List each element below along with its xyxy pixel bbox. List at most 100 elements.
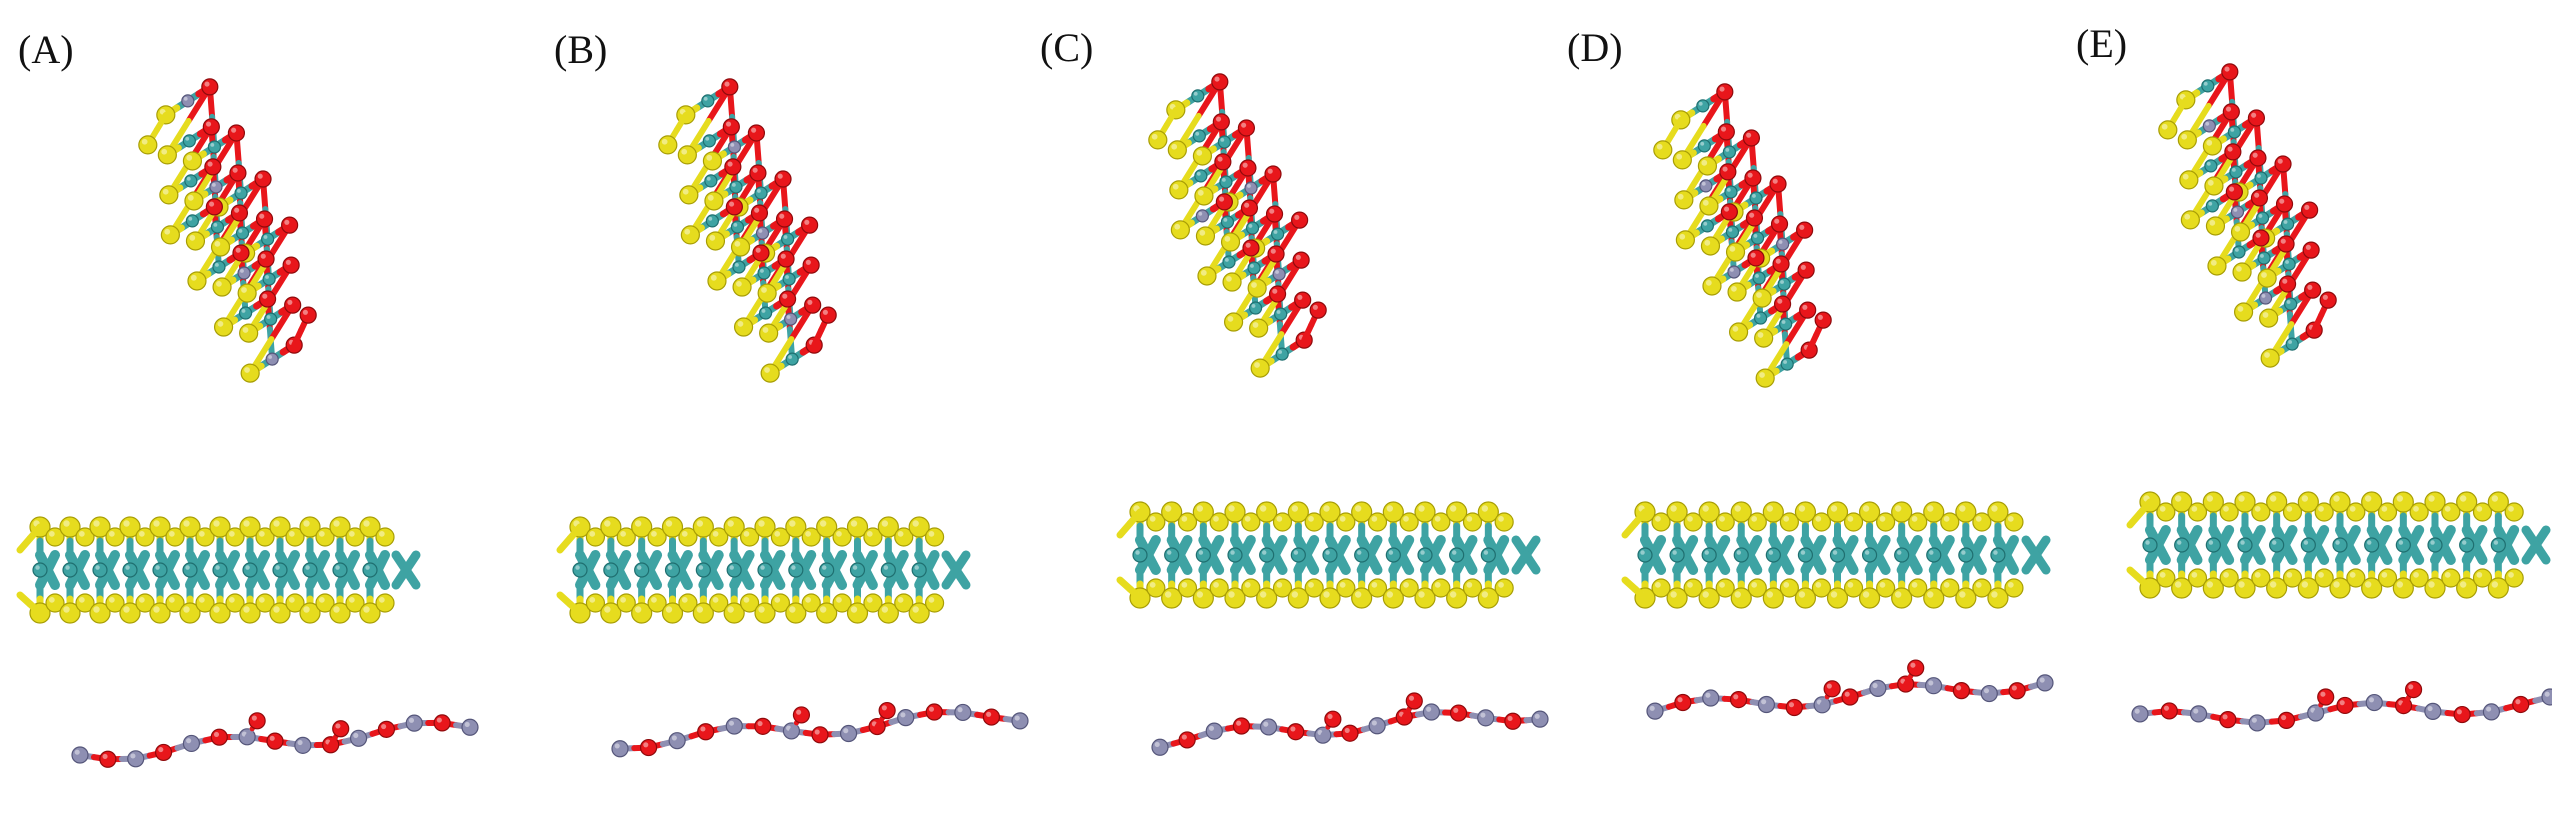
oxygen-atom bbox=[154, 743, 173, 762]
atom-highlight bbox=[1498, 515, 1504, 522]
atom-highlight bbox=[288, 530, 295, 537]
atom-highlight bbox=[1756, 292, 1762, 298]
sulfur-atom bbox=[2004, 512, 2024, 532]
atom-highlight bbox=[1961, 550, 1966, 555]
sulfur-atom bbox=[1431, 578, 1451, 598]
atom-highlight bbox=[1339, 581, 1346, 588]
sulfur-atom bbox=[2377, 568, 2398, 588]
sulfur-atom bbox=[269, 602, 291, 624]
atom-highlight bbox=[1242, 162, 1248, 168]
sulfur-atom bbox=[2156, 502, 2176, 522]
atom-highlight bbox=[789, 606, 796, 613]
atom-highlight bbox=[712, 596, 719, 603]
sulfur-atom bbox=[678, 593, 698, 613]
oxygen-atom bbox=[1309, 301, 1327, 319]
atom-highlight bbox=[1701, 181, 1706, 186]
atom-highlight bbox=[266, 315, 271, 319]
bond bbox=[1511, 550, 1531, 575]
sulfur-atom bbox=[739, 527, 760, 547]
metal-atom bbox=[264, 312, 278, 326]
oxygen-atom bbox=[1729, 690, 1748, 709]
atom-highlight bbox=[1862, 505, 1870, 512]
sulfur-atom bbox=[2441, 568, 2461, 588]
oxygen-atom bbox=[1291, 211, 1309, 229]
atom-highlight bbox=[1254, 362, 1260, 368]
sulfur-atom bbox=[924, 593, 945, 613]
atom-highlight bbox=[228, 596, 235, 603]
molybdenum-atom bbox=[2300, 537, 2316, 553]
atom-highlight bbox=[162, 188, 169, 195]
atom-highlight bbox=[335, 723, 341, 729]
atom-highlight bbox=[1826, 683, 1832, 689]
atom-highlight bbox=[1798, 505, 1806, 512]
atom-highlight bbox=[706, 154, 713, 161]
sulfur-atom bbox=[2202, 491, 2224, 513]
sulfur-atom bbox=[1367, 512, 1388, 532]
molybdenum-atom bbox=[2395, 537, 2411, 553]
atom-highlight bbox=[436, 717, 442, 723]
atom-highlight bbox=[1832, 550, 1838, 555]
oxygen-atom bbox=[1294, 291, 1312, 309]
atom-highlight bbox=[757, 189, 761, 193]
atom-highlight bbox=[743, 596, 750, 603]
atom-highlight bbox=[1507, 715, 1513, 722]
atom-highlight bbox=[1802, 304, 1808, 310]
sulfur-atom bbox=[2314, 568, 2334, 588]
sulfur-atom bbox=[1319, 501, 1341, 523]
sulfur-atom bbox=[1672, 150, 1692, 170]
metal-atom bbox=[1247, 261, 1261, 275]
metal-atom bbox=[2229, 165, 2243, 179]
atom-highlight bbox=[1449, 591, 1457, 598]
atom-highlight bbox=[1291, 591, 1299, 598]
atom-highlight bbox=[866, 530, 873, 537]
atom-highlight bbox=[303, 606, 310, 613]
atom-highlight bbox=[1195, 131, 1200, 136]
atom-highlight bbox=[634, 520, 642, 527]
atom-highlight bbox=[2233, 207, 2238, 212]
atom-highlight bbox=[777, 173, 783, 179]
sulfur-atom bbox=[165, 527, 185, 547]
sulfur-atom bbox=[1304, 512, 1324, 532]
oxygen-atom bbox=[1237, 119, 1256, 137]
sulfur-atom bbox=[1730, 587, 1752, 609]
atom-highlight bbox=[1236, 720, 1242, 726]
sulfur-atom bbox=[1250, 358, 1270, 378]
oxygen-atom bbox=[1674, 693, 1692, 712]
sulfur-atom bbox=[585, 527, 606, 547]
molecular-structure-e bbox=[2126, 63, 2552, 732]
atom-highlight bbox=[1196, 149, 1203, 156]
atom-highlight bbox=[2461, 540, 2467, 545]
atom-highlight bbox=[1701, 159, 1708, 166]
sulfur-atom bbox=[1367, 578, 1388, 598]
atom-highlight bbox=[2251, 112, 2257, 118]
sulfur-atom bbox=[1209, 512, 1229, 532]
molybdenum-atom bbox=[1259, 547, 1275, 563]
atom-highlight bbox=[1323, 591, 1330, 598]
atom-highlight bbox=[153, 606, 160, 613]
oxygen-atom bbox=[2319, 291, 2337, 309]
atom-highlight bbox=[1687, 581, 1693, 588]
sulfur-atom bbox=[863, 527, 883, 547]
metal-atom bbox=[755, 226, 770, 240]
sulfur-atom bbox=[135, 527, 155, 547]
sulfur-atom bbox=[1908, 512, 1928, 532]
atom-highlight bbox=[2208, 540, 2214, 545]
atom-highlight bbox=[575, 565, 580, 570]
sulfur-atom bbox=[1697, 156, 1718, 176]
metal-atom bbox=[2258, 291, 2273, 305]
atom-highlight bbox=[2182, 173, 2189, 180]
atom-highlight bbox=[1275, 270, 1279, 274]
atom-highlight bbox=[464, 721, 470, 728]
sulfur-atom bbox=[894, 527, 914, 547]
atom-highlight bbox=[2408, 684, 2414, 690]
atom-highlight bbox=[2264, 352, 2270, 358]
nitrogen-atom bbox=[2482, 703, 2501, 721]
atom-highlight bbox=[661, 138, 668, 145]
metal-atom bbox=[1779, 317, 1793, 331]
metal-atom bbox=[207, 140, 222, 154]
sulfur-atom bbox=[1170, 220, 1190, 240]
sulfur-atom bbox=[2156, 568, 2176, 588]
sulfur-atom bbox=[877, 602, 899, 624]
atom-highlight bbox=[153, 520, 160, 527]
atom-highlight bbox=[2255, 232, 2261, 238]
